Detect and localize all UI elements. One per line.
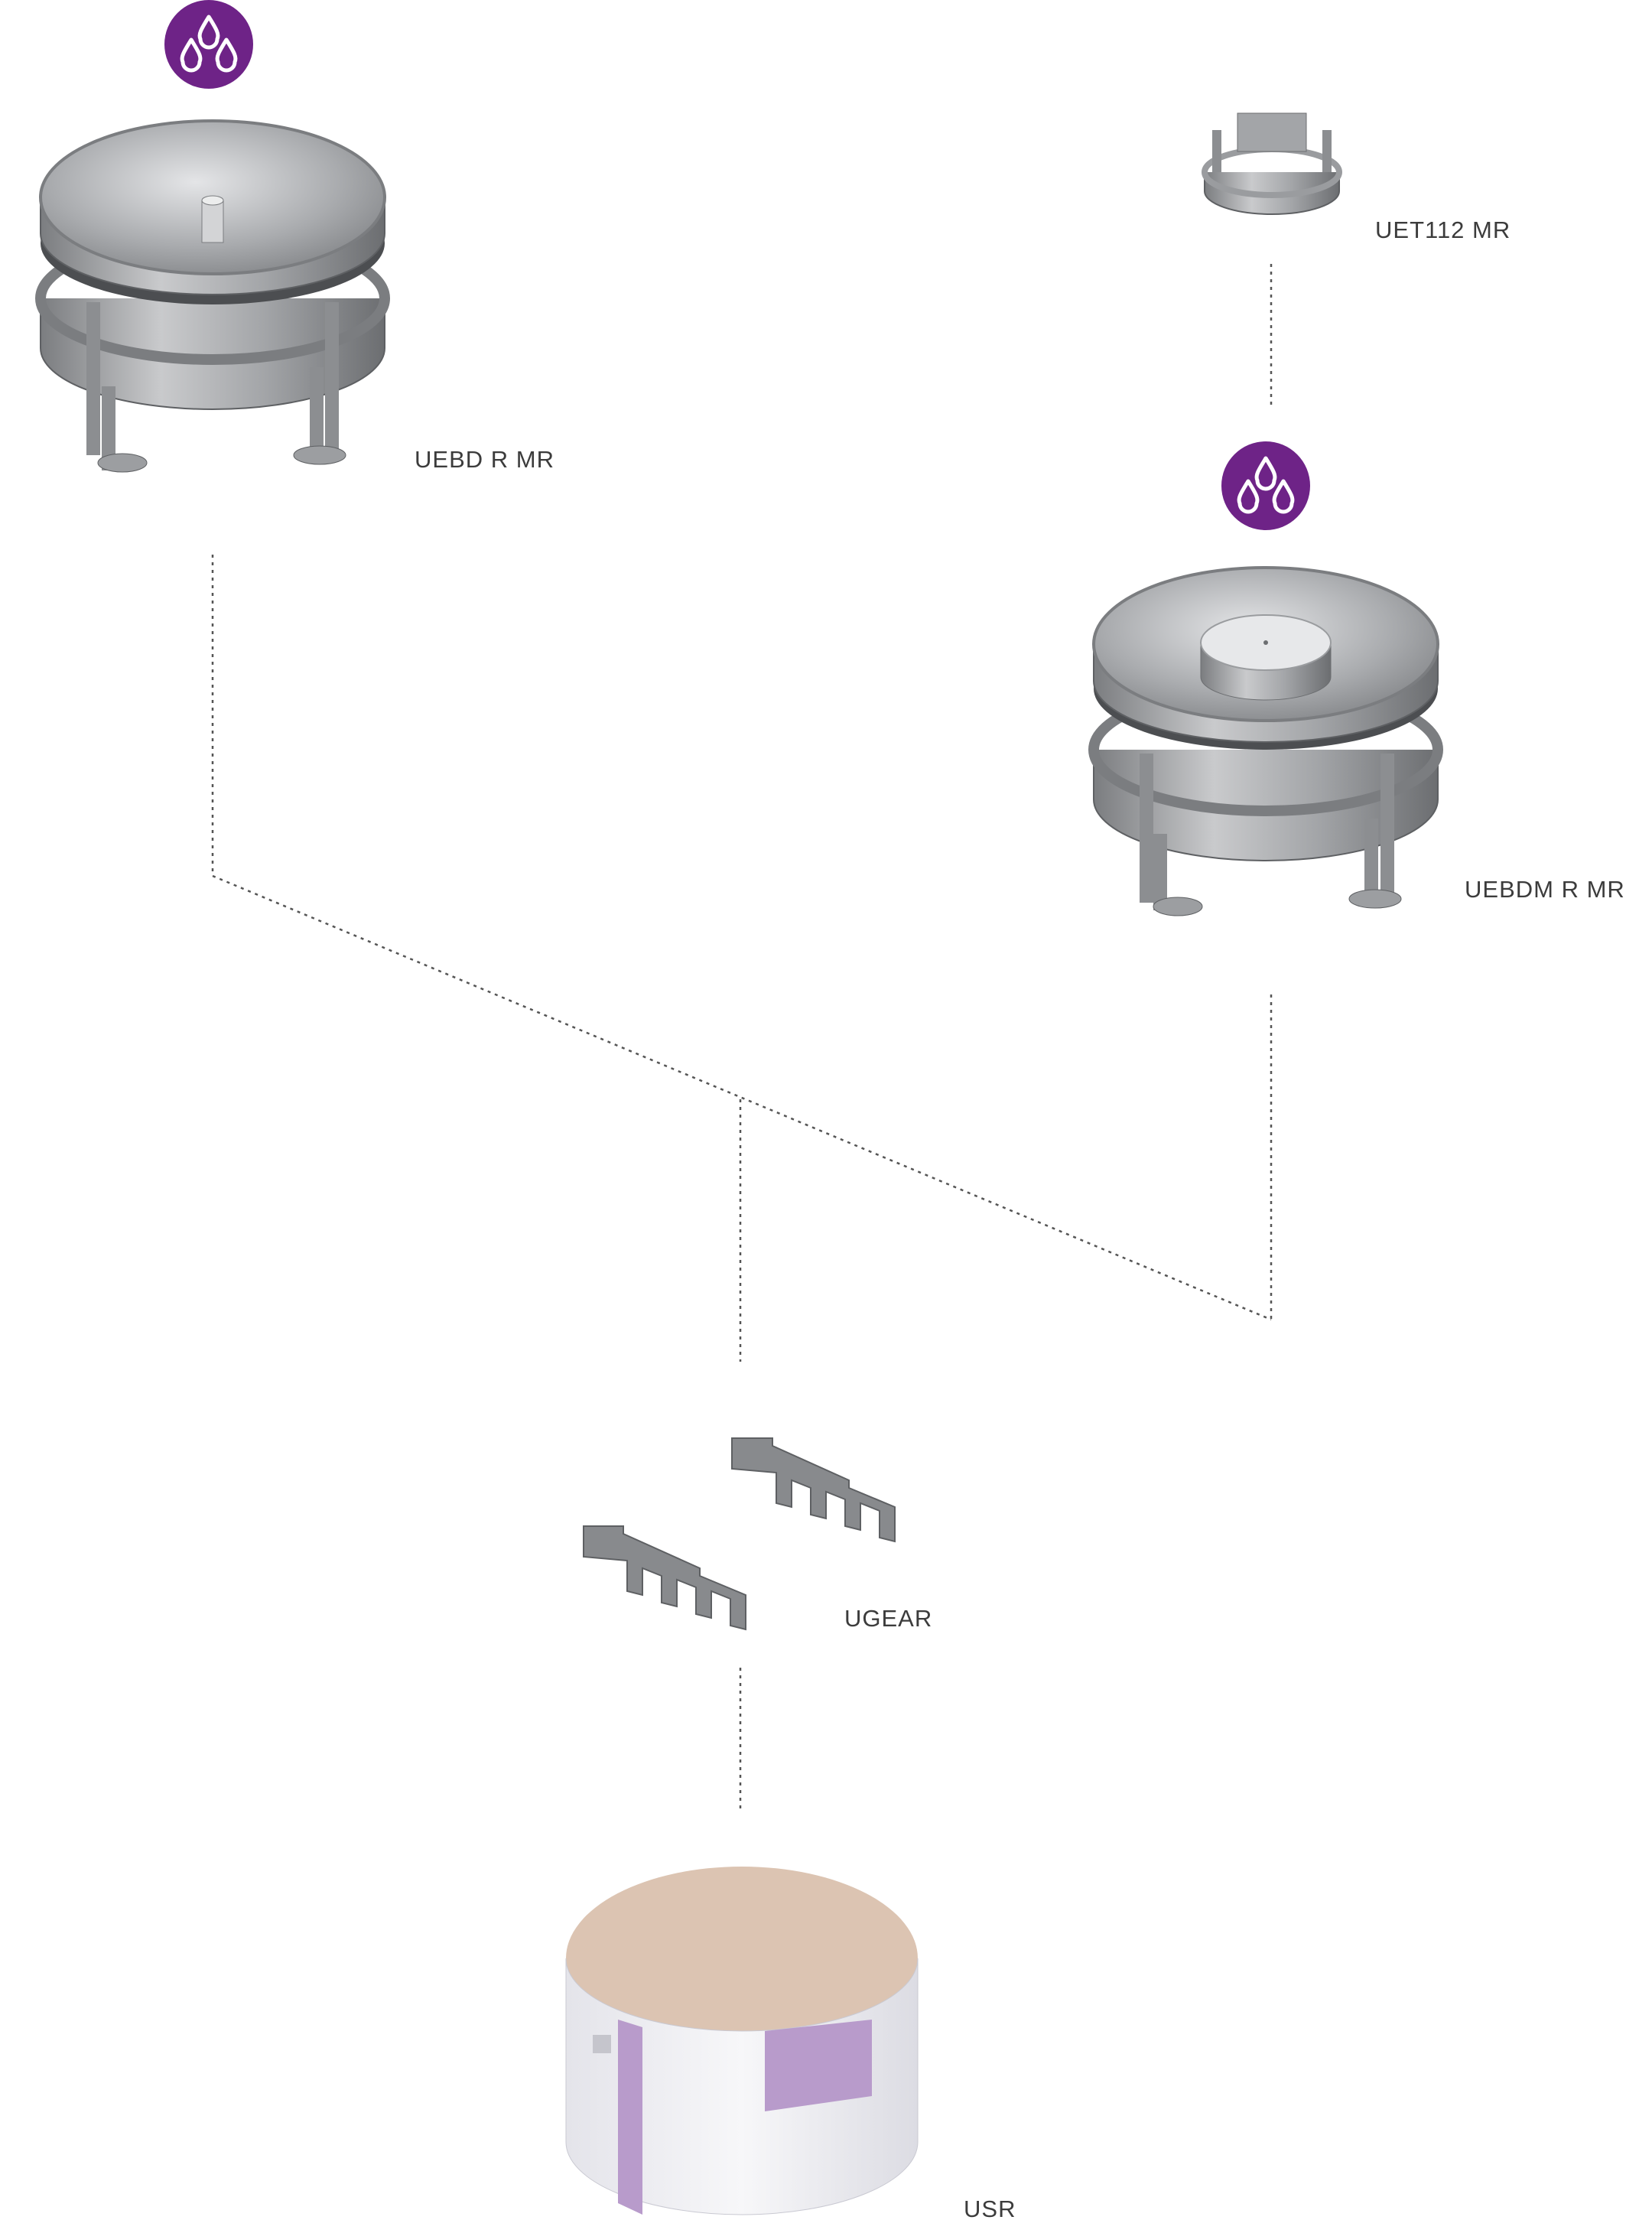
label-uet112-mr: UET112 MR [1375,216,1511,243]
label-uebdm-r-mr: UEBDM R MR [1465,876,1625,903]
usr-sleeve [565,1867,919,2215]
water-drops-icon [180,15,238,73]
label-uebd-r-mr: UEBD R MR [415,446,554,473]
ugear-brackets [583,1437,896,1631]
water-drops-icon [1237,456,1295,514]
water-drops-badge-2 [1221,441,1310,530]
uet112-mr-adapter [1202,112,1342,215]
connector-lines [211,264,1273,1809]
label-usr: USR [964,2196,1016,2222]
water-drops-badge-1 [164,0,253,89]
uebdm-r-mr-frame [1088,566,1443,916]
uebd-r-mr-frame [35,119,390,473]
label-ugear: UGEAR [844,1605,932,1632]
connector-uebd [211,555,1272,1321]
